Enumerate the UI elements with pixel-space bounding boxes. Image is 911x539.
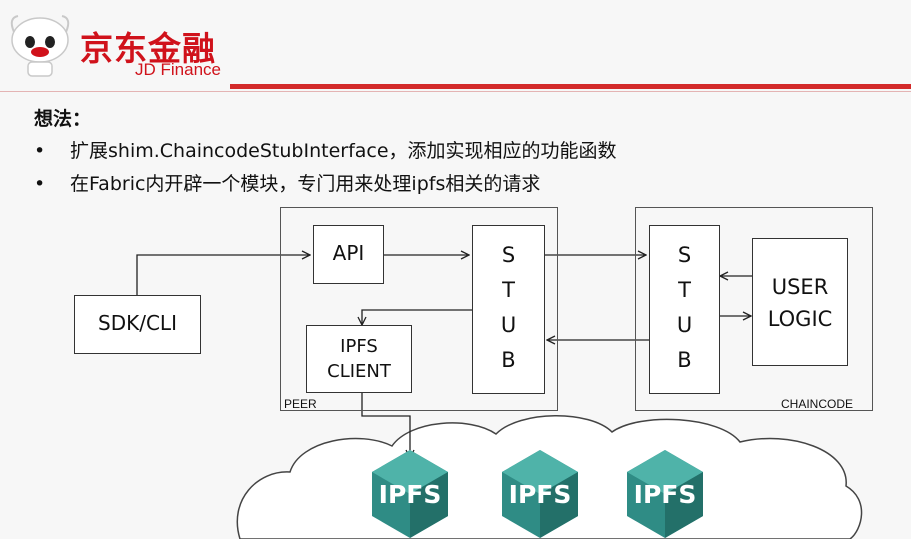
stub-letter: U — [500, 312, 517, 337]
user-logic-label: USER LOGIC — [752, 271, 848, 335]
stub-letter: S — [501, 242, 516, 267]
user-logic-label-line1: USER — [771, 275, 829, 299]
bullet-item: • 扩展shim.ChaincodeStubInterface，添加实现相应的功能… — [34, 136, 617, 163]
ipfs-cloud — [236, 415, 863, 539]
api-label: API — [332, 241, 365, 265]
sdk-cli-label: SDK/CLI — [98, 311, 177, 335]
header-divider-thin — [0, 91, 911, 92]
ipfs-client-label-line2: CLIENT — [327, 361, 391, 382]
peer-label: PEER — [284, 397, 317, 411]
brand-name-en: JD Finance — [135, 60, 221, 79]
peer-stub-label: S T U B — [472, 237, 545, 377]
stub-letter: B — [501, 347, 516, 372]
sdk-cli-box — [74, 295, 201, 354]
ipfs-node-label: IPFS — [508, 480, 572, 509]
chaincode-stub-box — [649, 225, 720, 394]
peer-stub-box — [472, 225, 545, 394]
jd-mascot-logo — [10, 15, 70, 77]
ipfs-node-label: IPFS — [633, 480, 697, 509]
section-heading: 想法： — [34, 108, 92, 130]
bullet-text: 在Fabric内开辟一个模块，专门用来处理ipfs相关的请求 — [70, 173, 541, 195]
user-logic-label-line2: LOGIC — [767, 307, 833, 331]
arrow-sdk-to-api — [136, 255, 310, 295]
api-box — [313, 225, 384, 284]
chaincode-container — [635, 207, 873, 411]
arrow-ipfs-client-to-cloud — [361, 393, 410, 458]
chaincode-stub-label: S T U B — [649, 237, 720, 377]
stub-letter: T — [678, 277, 691, 302]
ipfs-client-label-line1: IPFS — [340, 336, 378, 357]
stub-letter: U — [676, 312, 693, 337]
ipfs-node-label: IPFS — [378, 480, 442, 509]
brand-name-cn: 京东金融 — [80, 29, 216, 68]
user-logic-box — [752, 238, 848, 366]
stub-letter: B — [677, 347, 692, 372]
bullet-item: • 在Fabric内开辟一个模块，专门用来处理ipfs相关的请求 — [34, 169, 540, 196]
bullet-text: 扩展shim.ChaincodeStubInterface，添加实现相应的功能函… — [70, 140, 617, 162]
bullet-glyph: • — [34, 173, 46, 195]
header-divider — [230, 84, 911, 89]
ipfs-client-box — [306, 325, 412, 393]
bullet-glyph: • — [34, 140, 46, 162]
ipfs-client-label: IPFS CLIENT — [306, 334, 412, 384]
arrow-stub-to-ipfs-client — [362, 309, 472, 325]
peer-container — [280, 207, 558, 411]
chaincode-label: CHAINCODE — [781, 397, 854, 411]
stub-letter: S — [677, 242, 692, 267]
stub-letter: T — [502, 277, 515, 302]
